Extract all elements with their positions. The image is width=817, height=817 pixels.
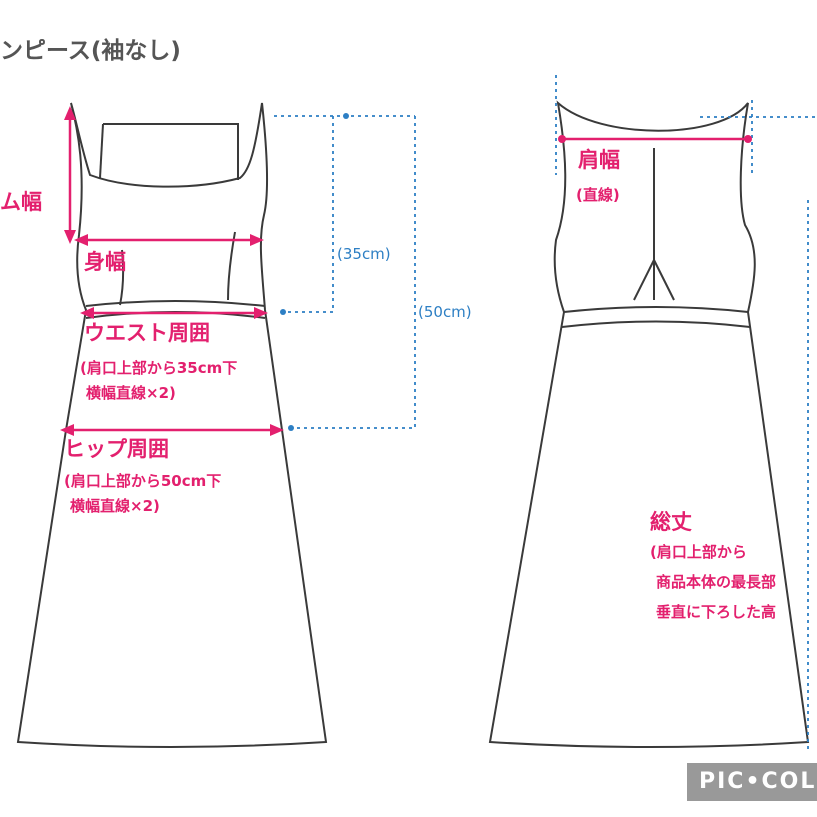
shoulder-note: (直線) [576,186,620,204]
front-dress-outline [16,102,328,748]
shoulder-label: 肩幅 [578,148,620,172]
waist-note-1: (肩口上部から35cm下 [80,359,238,377]
measure-arrows [66,112,748,432]
length-note-2: 商品本体の最長部 [656,573,777,591]
waist-label: ウエスト周囲 [84,321,210,345]
waist-note-2: 横幅直線×2) [86,384,176,402]
dim-35cm: (35cm) [337,245,391,263]
length-note-1: (肩口上部から [650,543,747,561]
guide-endpoints [280,113,349,431]
dim-50cm: (50cm) [418,303,472,321]
body-width-label: 身幅 [84,250,126,274]
hip-note-1: (肩口上部から50cm下 [64,472,222,490]
armhole-label: ム幅 [0,190,42,214]
arrow-heads [60,106,752,436]
diagram-title: ンピース(袖なし) [0,38,181,64]
length-note-3: 垂直に下ろした高 [656,603,777,621]
back-dress-outline [488,100,810,748]
hip-note-2: 横幅直線×2) [70,497,160,515]
hip-label: ヒップ周囲 [64,437,169,461]
length-label: 総丈 [650,510,692,534]
guide-lines [274,75,817,750]
watermark: PIC•COL [687,763,817,801]
